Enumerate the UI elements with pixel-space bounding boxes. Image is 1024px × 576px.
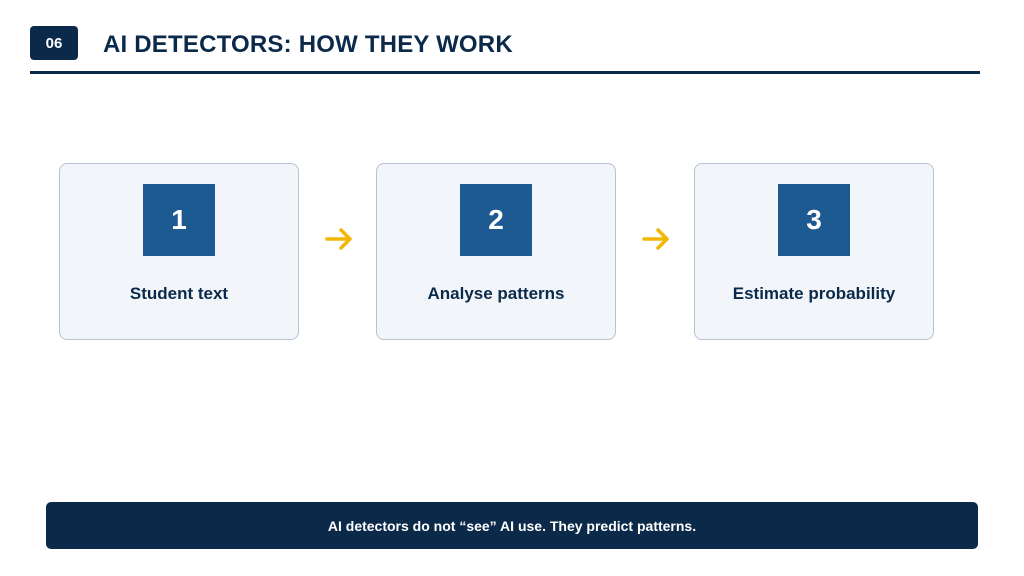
step-label: Analyse patterns [427,284,565,303]
step-card-1: 1 Student text [59,163,299,340]
arrow-right-icon [325,228,352,250]
step-number-badge: 3 [778,184,850,256]
title-divider [30,71,980,74]
step-card-3: 3 Estimate probability [694,163,934,340]
key-message-banner: AI detectors do not “see” AI use. They p… [46,502,978,549]
step-card-2: 2 Analyse patterns [376,163,616,340]
key-message-text: AI detectors do not “see” AI use. They p… [327,517,697,534]
step-number-badge: 2 [460,184,532,256]
arrow-right-icon [642,228,669,250]
slide-title: AI DETECTORS: HOW THEY WORK [103,31,513,58]
step-label: Estimate probability [732,284,896,303]
step-label: Student text [129,284,229,303]
slide-number-badge: 06 [30,26,78,60]
step-number-badge: 1 [143,184,215,256]
